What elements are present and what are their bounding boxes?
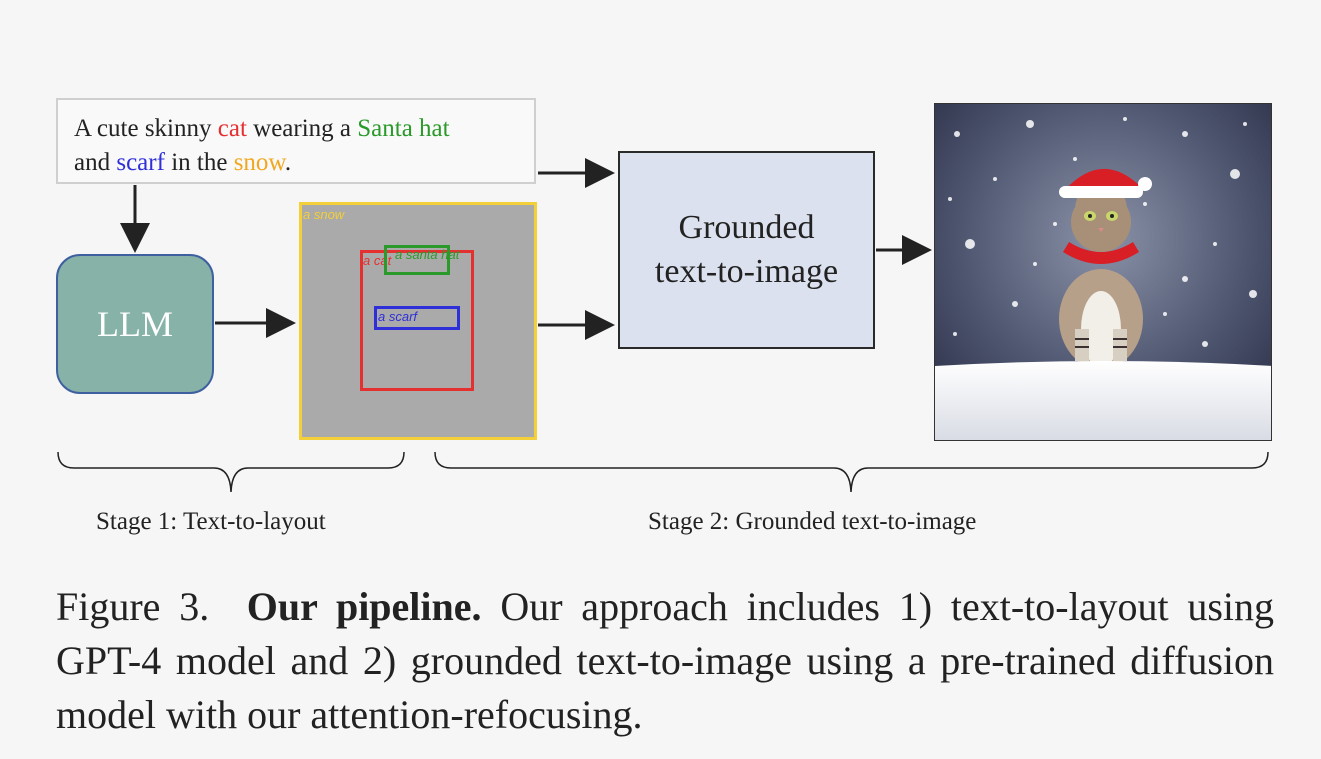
hat-label: a santa hat	[395, 247, 460, 262]
generator-label-line2: text-to-image	[654, 253, 839, 290]
hat-bbox: a santa hat	[384, 245, 459, 275]
scarf-label: a scarf	[378, 309, 418, 324]
stage1-label: Stage 1: Text-to-layout	[96, 508, 326, 535]
caption-prefix: Figure 3.	[56, 584, 210, 629]
brace-stage1	[57, 451, 405, 493]
prompt-word-santa-hat: Santa hat	[357, 115, 450, 142]
brace-stage2	[434, 451, 1269, 493]
caption-bold: Our pipeline.	[246, 584, 482, 629]
cat-in-santa-hat-image	[934, 103, 1272, 441]
prompt-word-scarf: scarf	[116, 149, 165, 176]
scarf-bbox: a scarf	[374, 306, 460, 330]
stage2-label: Stage 2: Grounded text-to-image	[648, 508, 977, 535]
generator-label-line1: Grounded	[678, 209, 815, 246]
prompt-text-5: .	[284, 149, 292, 176]
snow-label: a snow	[303, 207, 345, 222]
prompt-text-1: A cute skinny	[74, 115, 218, 142]
prompt-text-3: and	[74, 149, 117, 176]
caption-body: Our approach includes 1) text-to-layout …	[56, 584, 1275, 737]
layout-canvas: a snow a cat a santa hat a scarf	[299, 202, 537, 440]
prompt-word-snow: snow	[233, 149, 285, 176]
llm-label: LLM	[97, 304, 173, 344]
prompt-text-box: A cute skinny cat wearing a Santa hat an…	[56, 98, 536, 184]
figure-caption: Figure 3. Our pipeline. Our approach inc…	[56, 580, 1274, 742]
llm-box: LLM	[56, 254, 214, 394]
prompt-word-cat: cat	[217, 115, 247, 142]
grounded-text-to-image-box: Grounded text-to-image	[618, 151, 875, 349]
prompt-text-2: wearing a	[246, 115, 358, 142]
prompt-text-4: in the	[164, 149, 234, 176]
